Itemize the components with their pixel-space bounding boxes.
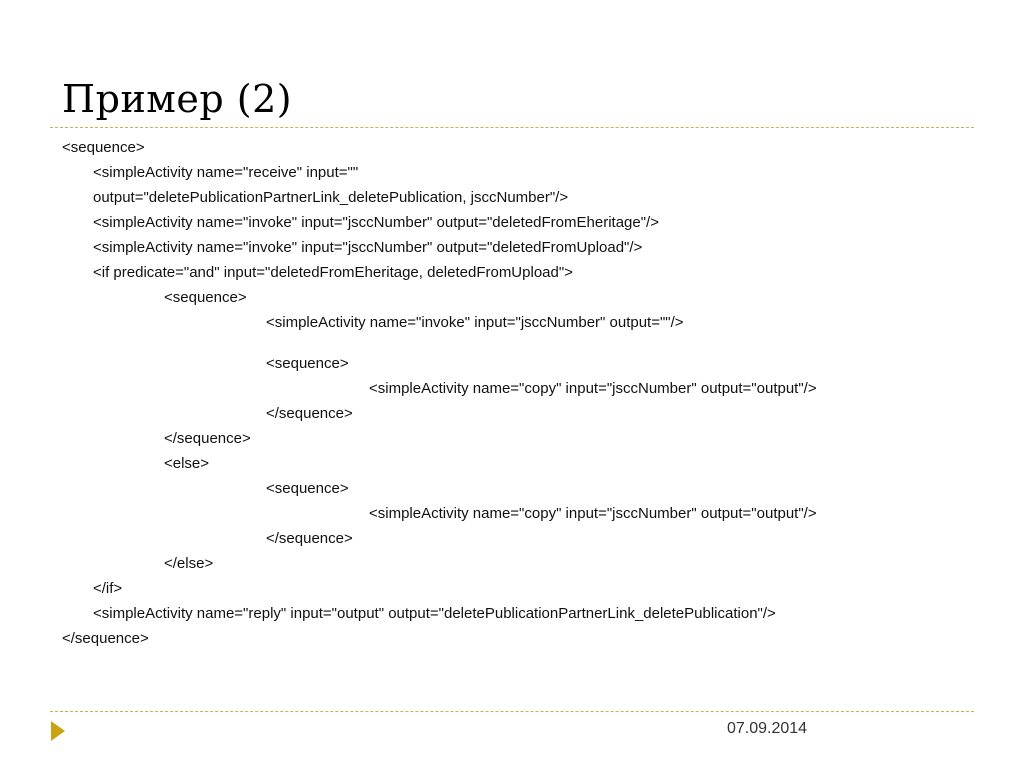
slide-title: Пример (2) (62, 77, 293, 121)
code-line: <sequence> (266, 355, 349, 372)
code-line: </sequence> (164, 430, 251, 447)
code-line: <simpleActivity name="receive" input="" (93, 164, 359, 181)
code-line: </sequence> (62, 630, 149, 647)
code-line: <sequence> (62, 139, 145, 156)
code-line: <simpleActivity name="copy" input="jsccN… (369, 505, 817, 522)
code-line: output="deletePublicationPartnerLink_del… (93, 189, 569, 206)
code-line: <simpleActivity name="invoke" input="jsc… (93, 214, 659, 231)
code-line: <sequence> (164, 289, 247, 306)
code-line: <simpleActivity name="copy" input="jsccN… (369, 380, 817, 397)
title-divider (50, 127, 974, 128)
play-triangle-icon (51, 721, 65, 741)
code-line: <if predicate="and" input="deletedFromEh… (93, 264, 573, 281)
footer-divider (50, 711, 974, 712)
code-listing: <sequence> <simpleActivity name="receive… (62, 135, 1002, 651)
code-line-blank (62, 335, 1002, 351)
code-line: <simpleActivity name="invoke" input="jsc… (93, 239, 643, 256)
code-line: </sequence> (266, 530, 353, 547)
code-line: <simpleActivity name="reply" input="outp… (93, 605, 776, 622)
code-line: <else> (164, 455, 210, 472)
code-line: </if> (93, 580, 123, 597)
code-line: </sequence> (266, 405, 353, 422)
code-line: <simpleActivity name="invoke" input="jsc… (266, 314, 684, 331)
code-line: </else> (164, 555, 214, 572)
code-line: <sequence> (266, 480, 349, 497)
footer-date: 07.09.2014 (727, 720, 808, 737)
